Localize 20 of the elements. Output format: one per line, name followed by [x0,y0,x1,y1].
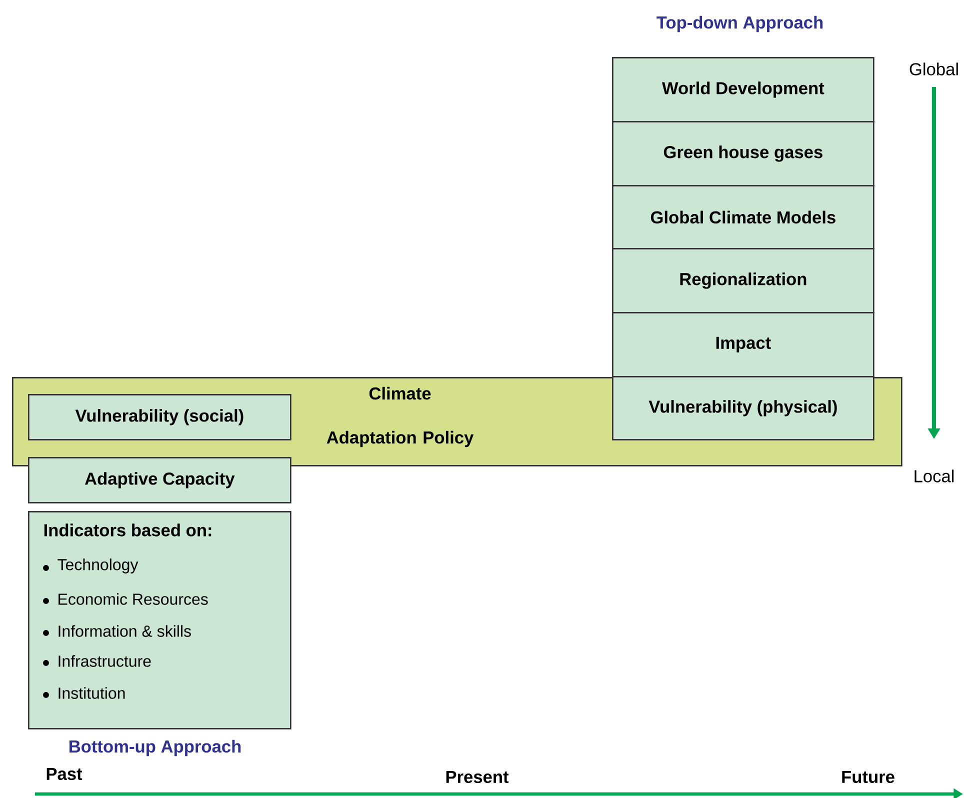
process-box: Adaptive Capacity [28,457,292,504]
process-box: World Development [612,57,874,122]
scale-label: Global [910,62,958,76]
list-item: Technology [58,558,138,574]
list-item: Institution [58,687,125,699]
list-item: Infrastructure [58,655,151,667]
process-box: Global Climate Models [612,185,874,250]
process-box: Vulnerability (social) [28,394,292,440]
process-box: Impact [612,312,874,378]
time-label: Present [446,770,509,784]
list-heading: Indicators based on: [44,524,212,536]
approach-label: Top-down Approach [656,16,823,32]
band-label: Climate Adaptation Policy [326,386,474,448]
list-item: Information & skills [58,625,191,637]
process-box: Green house gases [612,121,874,186]
time-label: Past [46,768,82,780]
time-label: Future [842,770,894,784]
scale-label: Local [914,470,954,482]
process-box: Regionalization [612,248,874,314]
list-item: Economic Resources [58,593,208,605]
